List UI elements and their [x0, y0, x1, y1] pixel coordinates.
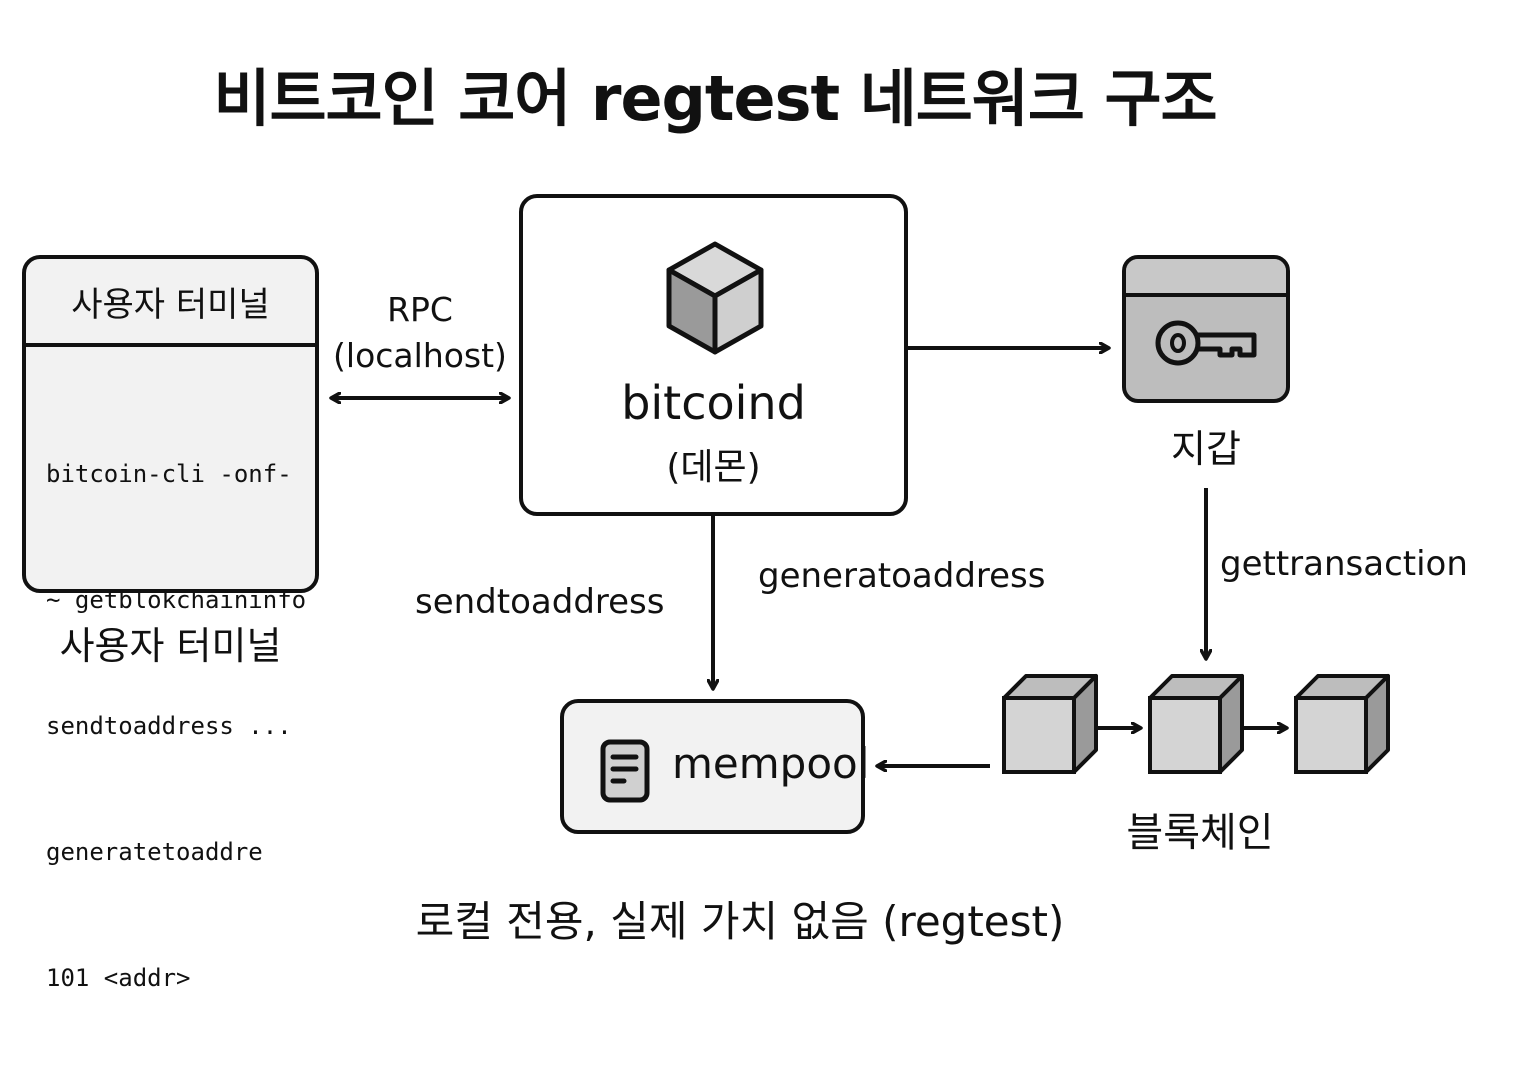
wallet-label: 지갑: [1171, 427, 1241, 471]
diagram-title: 비트코인 코어 regtest 네트워크 구조: [213, 62, 1217, 135]
cube-icon: [666, 241, 764, 355]
edge-label-sendtoaddress: sendtoaddress: [415, 582, 665, 622]
daemon-name: bitcoind: [621, 376, 806, 430]
wallet-node: [1122, 255, 1290, 403]
command-line: bitcoin-cli -onf-: [46, 460, 292, 488]
bitcoind-daemon-node: bitcoind (데몬): [519, 194, 908, 516]
footer-note: 로컬 전용, 실제 가치 없음 (regtest): [415, 897, 1065, 946]
document-icon: [600, 739, 650, 803]
terminal-header: 사용자 터미널: [26, 259, 315, 347]
command-line: ~ getblokchaininfo: [46, 586, 307, 614]
block-cube-icon: [1294, 674, 1390, 774]
user-terminal-panel: 사용자 터미널 bitcoin-cli -onf- ~ getblokchain…: [22, 255, 319, 992]
wallet-card-strip: [1126, 259, 1286, 297]
block-cube-icon: [1148, 674, 1244, 774]
daemon-subtitle: (데몬): [666, 447, 761, 488]
command-line: generatetoaddre: [46, 838, 263, 866]
mempool-node: mempool: [560, 699, 869, 834]
key-icon: [1155, 320, 1257, 366]
rpc-label-line2: (localhost): [333, 336, 507, 375]
edge-label-gettransaction: gettransaction: [1220, 544, 1468, 584]
terminal-caption: 사용자 터미널: [59, 624, 282, 668]
rpc-label-line1: RPC: [387, 290, 453, 329]
mempool-label: mempool: [672, 739, 870, 788]
command-line: sendtoaddress ...: [46, 712, 292, 740]
edge-label-generatoaddress: generatoaddress: [758, 556, 1046, 596]
block-cube-icon: [1002, 674, 1098, 774]
terminal-commands: bitcoin-cli -onf- ~ getblokchaininfo sen…: [26, 347, 315, 1083]
blockchain-label: 블록체인: [1126, 810, 1274, 856]
rpc-label: RPC (localhost): [320, 287, 520, 379]
connectors: [0, 0, 1390, 774]
command-line: 101 <addr>: [46, 964, 191, 992]
